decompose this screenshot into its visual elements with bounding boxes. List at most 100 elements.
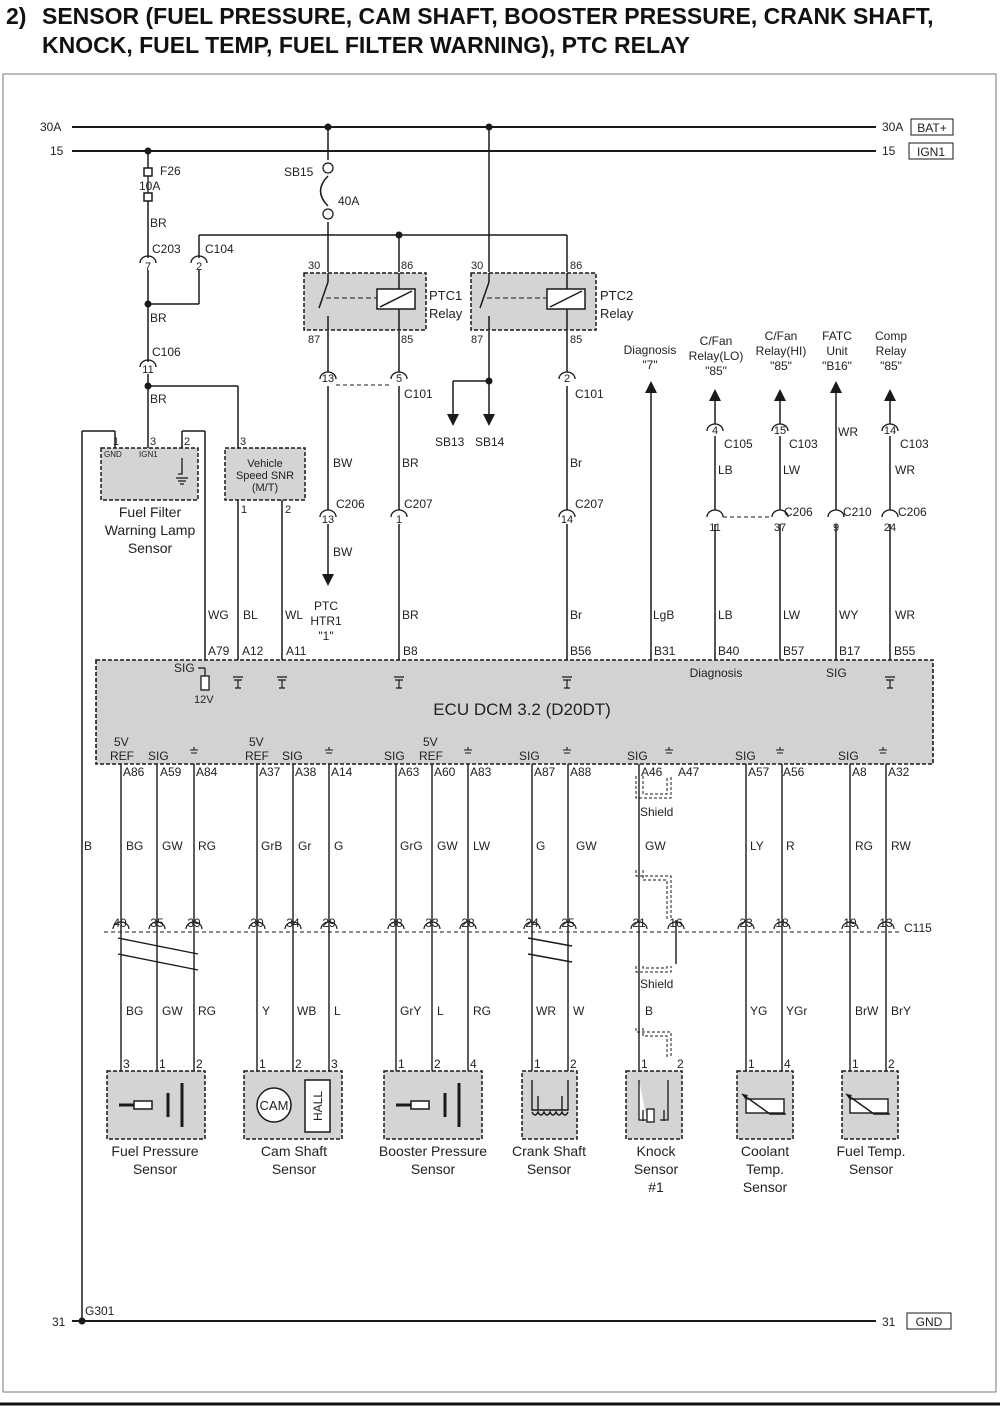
- dest-fatc-3: "B16": [822, 359, 852, 373]
- wire-wl: WL: [285, 608, 303, 622]
- fuse-f26: F26: [160, 164, 181, 178]
- svg-text:7: 7: [145, 261, 151, 273]
- ptc1-relay-label-1: PTC1: [429, 288, 462, 303]
- svg-text:19: 19: [843, 916, 857, 930]
- wire-br-1: BR: [150, 216, 167, 230]
- svg-text:YGr: YGr: [786, 1004, 807, 1018]
- diagram-frame: [2, 73, 997, 1393]
- dest-fatc-1: FATC: [822, 329, 852, 343]
- svg-text:5V: 5V: [114, 735, 129, 749]
- dest-cfan-hi-3: "85": [770, 359, 792, 373]
- svg-text:11: 11: [142, 364, 153, 376]
- svg-text:3: 3: [240, 436, 246, 448]
- knock-label-3: #1: [648, 1179, 664, 1195]
- wire-bw-1: BW: [333, 456, 353, 470]
- ff-pin-ign: IGN1: [139, 450, 158, 459]
- svg-text:RG: RG: [473, 1004, 491, 1018]
- ign-tag-box: [908, 142, 954, 160]
- svg-text:A12: A12: [242, 644, 264, 658]
- svg-text:A56: A56: [783, 765, 805, 779]
- bottom-wiring: [117, 764, 887, 1071]
- svg-text:RW: RW: [891, 839, 911, 853]
- svg-text:2: 2: [196, 1057, 203, 1071]
- svg-text:4: 4: [712, 425, 718, 437]
- ptc1-pin-87: 87: [308, 334, 320, 346]
- wire-wr-1: WR: [838, 425, 858, 439]
- rail-bat-left-label: 30A: [40, 120, 61, 134]
- connector-c115: C115: [904, 921, 932, 935]
- svg-text:21: 21: [632, 916, 646, 930]
- svg-text:39: 39: [187, 916, 201, 930]
- ptc2-relay-label-1: PTC2: [600, 288, 633, 303]
- svg-text:RG: RG: [198, 1004, 216, 1018]
- ecu-title: ECU DCM 3.2 (D20DT): [433, 700, 611, 719]
- fuse-sb15: SB15: [284, 165, 314, 179]
- svg-text:SIG: SIG: [384, 749, 405, 763]
- svg-text:GrY: GrY: [400, 1004, 421, 1018]
- svg-text:B56: B56: [570, 644, 592, 658]
- svg-text:18: 18: [775, 916, 789, 930]
- shield-label-1: Shield: [640, 805, 673, 819]
- c115-pin-numbers: 40 35 39 30 34 29 38 33 28 24 25 21 16 2…: [113, 916, 893, 930]
- connector-c210: C210: [843, 505, 872, 519]
- vss-label-1: Vehicle: [247, 458, 282, 470]
- gnd-tag: GND: [916, 1315, 943, 1329]
- svg-text:G: G: [334, 839, 343, 853]
- ecu-sig-top-2: SIG: [826, 666, 847, 680]
- svg-text:B40: B40: [718, 644, 740, 658]
- connector-c106: C106: [152, 345, 181, 359]
- svg-text:RG: RG: [855, 839, 873, 853]
- svg-text:35: 35: [150, 916, 164, 930]
- svg-text:1: 1: [113, 436, 119, 448]
- svg-text:1: 1: [398, 1057, 405, 1071]
- svg-text:L: L: [437, 1004, 444, 1018]
- svg-text:B8: B8: [403, 644, 418, 658]
- svg-text:A8: A8: [852, 765, 867, 779]
- svg-text:YG: YG: [750, 1004, 767, 1018]
- svg-text:GW: GW: [162, 1004, 183, 1018]
- svg-text:A84: A84: [196, 765, 218, 779]
- fuel-pressure-sensor: [106, 1070, 206, 1140]
- sb13-label: SB13: [435, 435, 465, 449]
- connector-c207-b: C207: [575, 497, 604, 511]
- ptc2-pin-85: 85: [570, 334, 582, 346]
- ptc2-pin-30: 30: [471, 260, 483, 272]
- ptc2-pin-86: 86: [570, 260, 582, 272]
- cam-shaft-label-2: Sensor: [272, 1161, 317, 1177]
- dest-diagnosis-1: Diagnosis: [624, 343, 677, 357]
- ptc1-pin-86: 86: [401, 260, 413, 272]
- svg-text:A63: A63: [398, 765, 420, 779]
- ecu-sig-top-1: SIG: [174, 661, 195, 675]
- bottom-wire-colors-upper: B BG GW RG GrB Gr G GrG GW LW G GW GW LY…: [84, 839, 911, 853]
- svg-text:REF: REF: [245, 749, 269, 763]
- ptc-htr-label-1: PTC: [314, 599, 338, 613]
- ff-label-1: Fuel Filter: [119, 504, 182, 520]
- wire-lb-2: LB: [718, 608, 733, 622]
- svg-text:24: 24: [525, 916, 539, 930]
- svg-text:24: 24: [884, 522, 896, 534]
- svg-text:A32: A32: [888, 765, 910, 779]
- bottom-wire-colors-lower: BG GW RG Y WB L GrY L RG WR W B YG YGr B…: [126, 1004, 911, 1018]
- svg-text:16: 16: [669, 916, 683, 930]
- ecu-12v-supply: [198, 667, 210, 691]
- svg-text:3: 3: [123, 1057, 130, 1071]
- ptc1-pin-30: 30: [308, 260, 320, 272]
- svg-text:SIG: SIG: [148, 749, 169, 763]
- svg-text:SIG: SIG: [282, 749, 303, 763]
- svg-text:BG: BG: [126, 1004, 143, 1018]
- wire-br-small-2: Br: [570, 608, 582, 622]
- ptc-htr-label-3: "1": [318, 629, 333, 643]
- ecu-bottom-labels: 5V REF SIG 5V REF SIG SIG 5V REF SIG SIG…: [110, 735, 859, 763]
- svg-text:A57: A57: [748, 765, 770, 779]
- wire-wr-3: WR: [895, 608, 915, 622]
- svg-text:A59: A59: [160, 765, 182, 779]
- coolant-temp-sensor: [736, 1070, 794, 1140]
- ecu-top-pins: A79 A12 A11 B8 B56 B31 B40 B57 B17 B55: [208, 644, 916, 658]
- shield-paths: [635, 776, 672, 1057]
- svg-text:GW: GW: [437, 839, 458, 853]
- svg-text:A83: A83: [470, 765, 492, 779]
- ecu-top-ground-symbols: [233, 676, 895, 689]
- svg-text:25: 25: [561, 916, 575, 930]
